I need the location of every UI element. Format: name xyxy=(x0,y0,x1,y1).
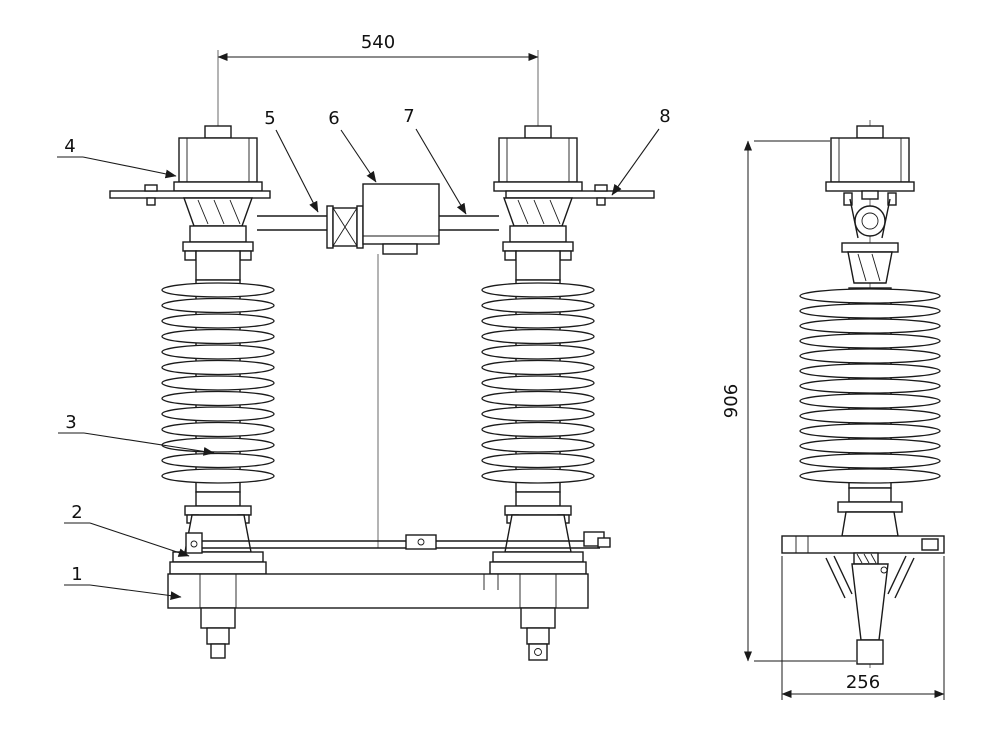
part-label-3-text: 3 xyxy=(65,412,76,433)
part-label-5-text: 5 xyxy=(264,108,275,129)
side-top-assembly xyxy=(825,125,915,284)
dimension-906-value: 906 xyxy=(721,384,742,418)
dimension-906: 906 xyxy=(721,140,856,662)
base-plate xyxy=(167,573,589,609)
part-label-4: 4 xyxy=(57,136,177,179)
dimension-540: 540 xyxy=(217,32,539,61)
part-label-2: 2 xyxy=(64,502,190,557)
part-label-2-text: 2 xyxy=(71,502,82,523)
part-label-6-text: 6 xyxy=(328,108,339,129)
right-bottom-shaft xyxy=(520,607,556,661)
part-label-4-text: 4 xyxy=(64,136,75,157)
part-label-1-text: 1 xyxy=(71,564,82,585)
side-operating-mechanism xyxy=(825,552,915,665)
left-insulator-sheds xyxy=(161,279,275,493)
left-insulator-column xyxy=(109,125,275,575)
right-insulator-column xyxy=(481,125,655,575)
side-insulator-sheds xyxy=(799,287,941,489)
part-label-6: 6 xyxy=(328,108,377,183)
part-label-8: 8 xyxy=(611,106,671,196)
part-label-7: 7 xyxy=(403,106,467,215)
dimension-540-value: 540 xyxy=(361,32,395,53)
part-label-7-text: 7 xyxy=(403,106,414,127)
operating-box xyxy=(362,183,440,255)
crossbar-assembly xyxy=(257,183,499,255)
side-view xyxy=(781,120,945,668)
part-label-1: 1 xyxy=(64,564,182,600)
cable-clamp xyxy=(843,190,897,239)
right-insulator-sheds xyxy=(481,279,595,493)
part-label-5: 5 xyxy=(264,108,319,213)
part-label-3: 3 xyxy=(58,412,215,456)
side-bottom-assembly xyxy=(781,487,945,665)
right-terminal-pad xyxy=(505,184,655,206)
lower-linkage xyxy=(185,531,611,554)
left-bottom-shaft xyxy=(200,607,236,659)
part-label-8-text: 8 xyxy=(659,106,670,127)
coupling xyxy=(326,205,364,249)
dimension-256: 256 xyxy=(781,556,945,700)
front-view xyxy=(109,50,655,661)
dimension-256-value: 256 xyxy=(846,672,880,693)
